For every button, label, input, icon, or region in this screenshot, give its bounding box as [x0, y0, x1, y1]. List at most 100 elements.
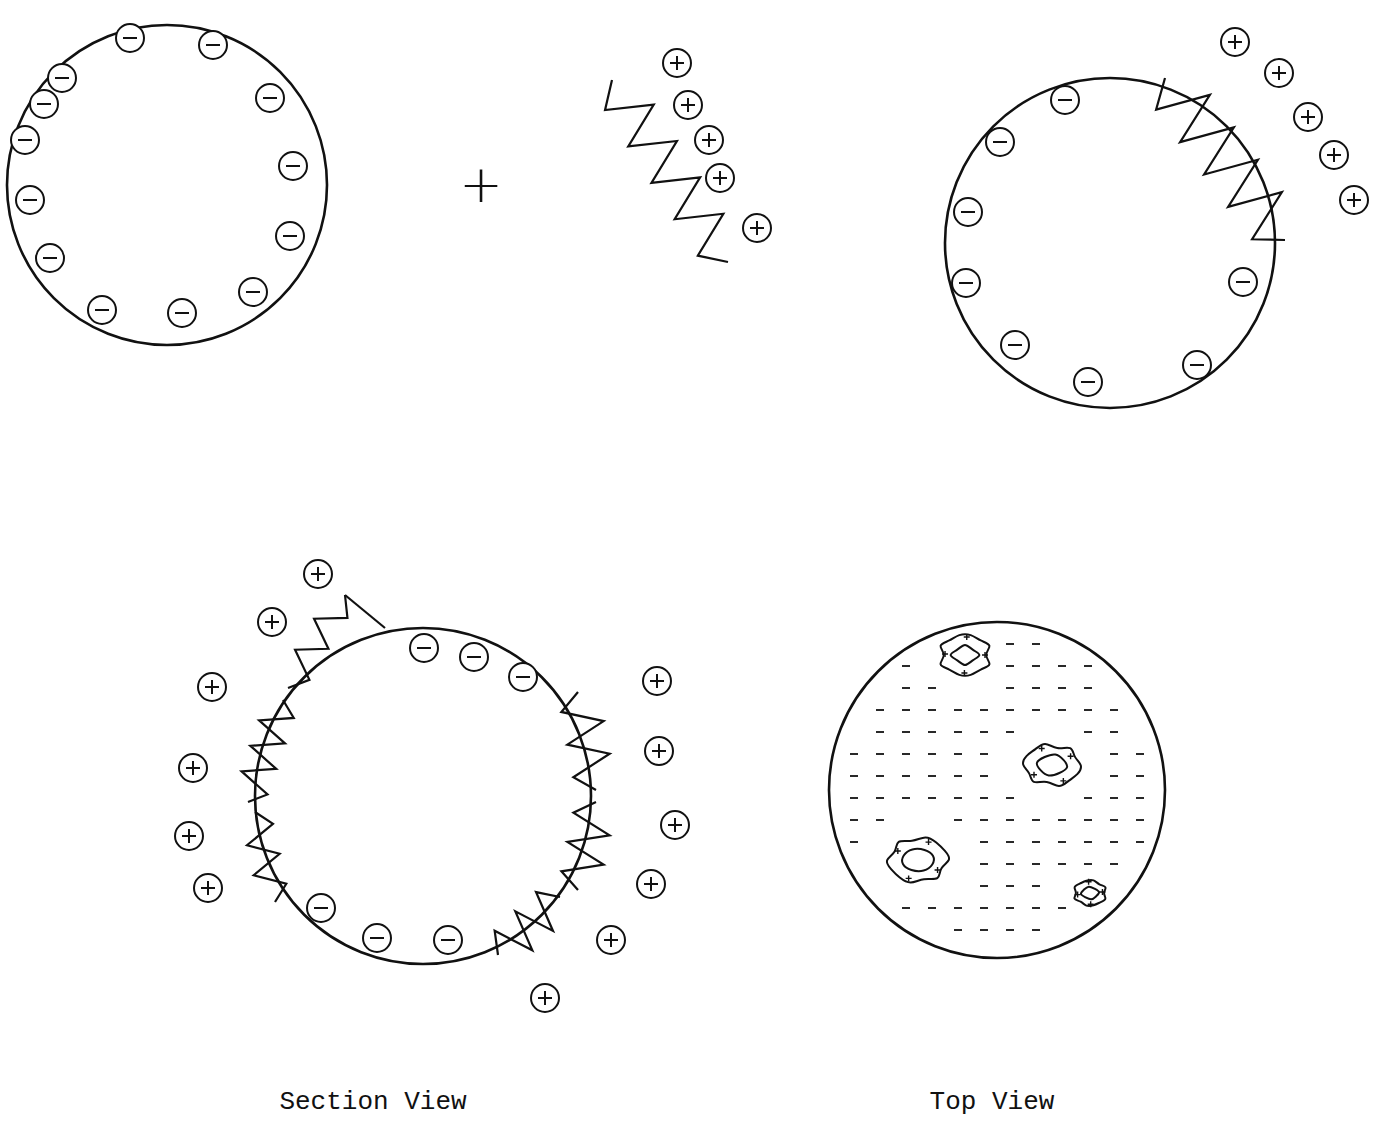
positive-charge — [637, 870, 665, 898]
negative-charge — [986, 128, 1014, 156]
surface-charge — [850, 797, 858, 799]
polymer-chain — [495, 892, 560, 955]
surface-charge — [980, 929, 988, 931]
negative-charge — [1051, 86, 1079, 114]
negative-charge — [16, 186, 44, 214]
surface-charge — [954, 819, 962, 821]
surface-charge — [1084, 819, 1092, 821]
surface-charge — [980, 819, 988, 821]
adsorbed-coil — [1037, 754, 1067, 775]
positive-charge — [926, 839, 932, 845]
surface-charge — [1058, 819, 1066, 821]
surface-charge — [980, 797, 988, 799]
negative-charge — [363, 924, 391, 952]
positive-charge — [674, 91, 702, 119]
surface-charge — [928, 687, 936, 689]
surface-charge — [980, 885, 988, 887]
negative-charge — [1183, 351, 1211, 379]
surface-charge — [1032, 929, 1040, 931]
surface-charge — [1032, 687, 1040, 689]
surface-charge — [876, 731, 884, 733]
particle-outline — [945, 78, 1275, 408]
surface-charge — [1084, 665, 1092, 667]
positive-charge — [1099, 889, 1105, 895]
surface-charge — [1006, 863, 1014, 865]
negative-charge — [48, 64, 76, 92]
surface-charge — [876, 797, 884, 799]
surface-charge — [1136, 797, 1144, 799]
negative-charge — [1229, 268, 1257, 296]
polymer-chain — [561, 802, 609, 890]
surface-charge — [1032, 819, 1040, 821]
surface-charge — [1084, 797, 1092, 799]
positive-charge — [663, 49, 691, 77]
surface-charge — [1006, 643, 1014, 645]
surface-charge — [980, 731, 988, 733]
negative-charge — [307, 894, 335, 922]
surface-charge — [902, 753, 910, 755]
positive-charge — [1060, 778, 1066, 784]
positive-charge — [1221, 28, 1249, 56]
positive-charge — [661, 811, 689, 839]
positive-charge — [531, 984, 559, 1012]
positive-charge — [643, 667, 671, 695]
surface-charge — [928, 797, 936, 799]
adsorbed-coil — [887, 837, 949, 882]
positive-charge — [175, 822, 203, 850]
surface-charge — [1084, 709, 1092, 711]
negative-charge — [88, 296, 116, 324]
positive-charge — [695, 126, 723, 154]
positive-charge — [906, 875, 912, 881]
surface-charge — [1032, 665, 1040, 667]
polymer-chain — [288, 595, 347, 688]
surface-charge — [980, 863, 988, 865]
surface-charge — [1058, 687, 1066, 689]
view-caption: Top View — [930, 1087, 1055, 1117]
surface-charge — [954, 775, 962, 777]
surface-charge — [1058, 907, 1066, 909]
surface-charge — [980, 907, 988, 909]
surface-charge — [1032, 907, 1040, 909]
negative-charge — [460, 643, 488, 671]
positive-charge — [1340, 186, 1368, 214]
surface-charge — [1006, 709, 1014, 711]
surface-charge — [928, 907, 936, 909]
negative-charge — [239, 278, 267, 306]
surface-charge — [1110, 863, 1118, 865]
surface-charge — [1110, 775, 1118, 777]
surface-charge — [1032, 841, 1040, 843]
surface-charge — [954, 709, 962, 711]
surface-charge — [1032, 863, 1040, 865]
surface-charge — [1110, 731, 1118, 733]
surface-charge — [1006, 687, 1014, 689]
surface-charge — [1032, 709, 1040, 711]
surface-charge — [1032, 643, 1040, 645]
surface-charge — [980, 775, 988, 777]
positive-charge — [706, 164, 734, 192]
surface-charge — [850, 775, 858, 777]
adsorbed-coil — [951, 645, 980, 665]
surface-charge — [954, 731, 962, 733]
positive-charge — [304, 560, 332, 588]
negative-charge — [1074, 368, 1102, 396]
surface-charge — [928, 709, 936, 711]
surface-charge — [980, 709, 988, 711]
surface-charge — [850, 753, 858, 755]
positive-charge — [1086, 879, 1092, 885]
surface-charge — [902, 709, 910, 711]
negative-charge — [11, 126, 39, 154]
surface-charge — [1058, 665, 1066, 667]
positive-charge — [982, 652, 988, 658]
surface-charge — [1006, 665, 1014, 667]
positive-charge — [1320, 141, 1348, 169]
polymer-chain — [247, 812, 286, 902]
positive-charge — [1088, 901, 1094, 907]
negative-charge — [410, 634, 438, 662]
positive-charge — [743, 214, 771, 242]
surface-charge — [1136, 819, 1144, 821]
positive-charge — [198, 673, 226, 701]
surface-charge — [1110, 709, 1118, 711]
surface-charge — [876, 819, 884, 821]
surface-charge — [980, 841, 988, 843]
